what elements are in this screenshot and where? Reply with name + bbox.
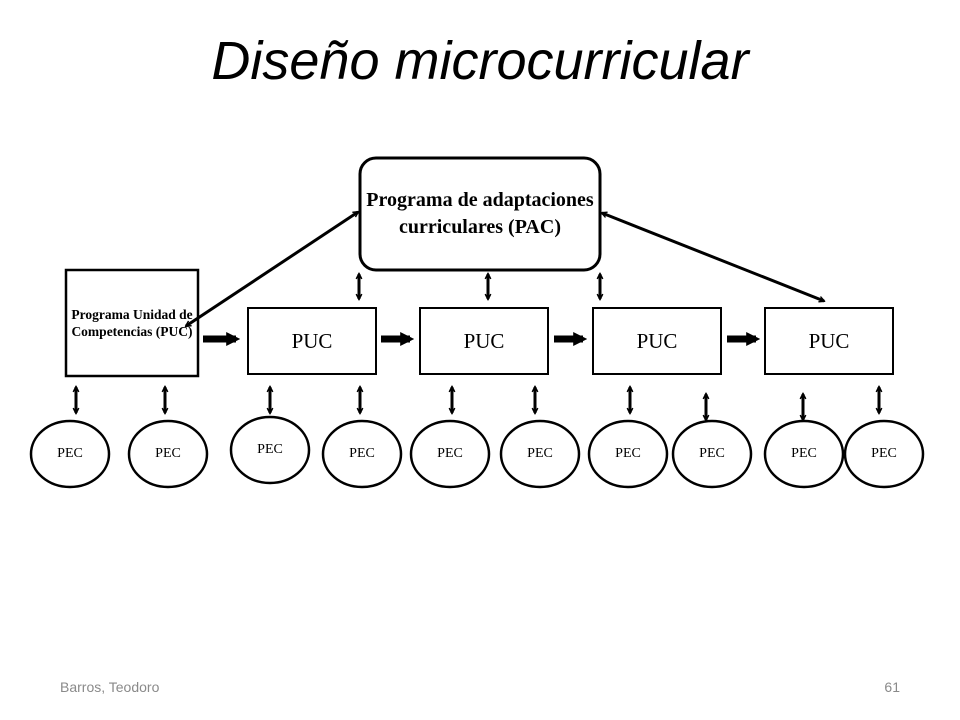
pac-box-label: Programa de adaptaciones curriculares (P… (366, 189, 594, 238)
pac-link-left-arrow (186, 212, 358, 326)
pec-label-3: PEC (257, 442, 283, 457)
pec-circle-10 (843, 419, 925, 489)
puc-box-label-4: PUC (808, 328, 850, 353)
pec-circle-5 (409, 419, 491, 489)
footer-author: Barros, Teodoro (60, 679, 160, 695)
pec-label-8: PEC (699, 446, 725, 461)
puc-box-label-1: PUC (291, 328, 333, 353)
puc-main-box-label: Programa Unidad de Competencias (PUC) (71, 306, 193, 340)
pec-circle-6 (499, 419, 581, 489)
pec-label-9: PEC (791, 446, 817, 461)
puc-box-label-3: PUC (636, 328, 678, 353)
pac-link-right-arrow (602, 213, 824, 301)
pec-circle-8 (671, 419, 753, 489)
pec-label-6: PEC (527, 446, 553, 461)
pec-label-1: PEC (57, 446, 83, 461)
pec-label-10: PEC (871, 446, 897, 461)
pec-circle-2 (127, 419, 209, 489)
pec-label-4: PEC (349, 446, 375, 461)
pec-circle-3 (229, 415, 311, 485)
pec-label-2: PEC (155, 446, 181, 461)
footer-page-number: 61 (884, 679, 900, 695)
slide-title: Diseño microcurricular (211, 31, 749, 91)
pec-label-7: PEC (615, 446, 641, 461)
puc-box-4 (764, 307, 894, 375)
puc-box-3 (592, 307, 722, 375)
puc-box-2 (419, 307, 549, 375)
pec-label-5: PEC (437, 446, 463, 461)
puc-box-label-2: PUC (463, 328, 505, 353)
pec-circle-7 (587, 419, 669, 489)
pec-circle-4 (321, 419, 403, 489)
pec-circle-9 (763, 419, 845, 489)
puc-main-box (64, 268, 200, 378)
pec-circle-1 (29, 419, 111, 489)
